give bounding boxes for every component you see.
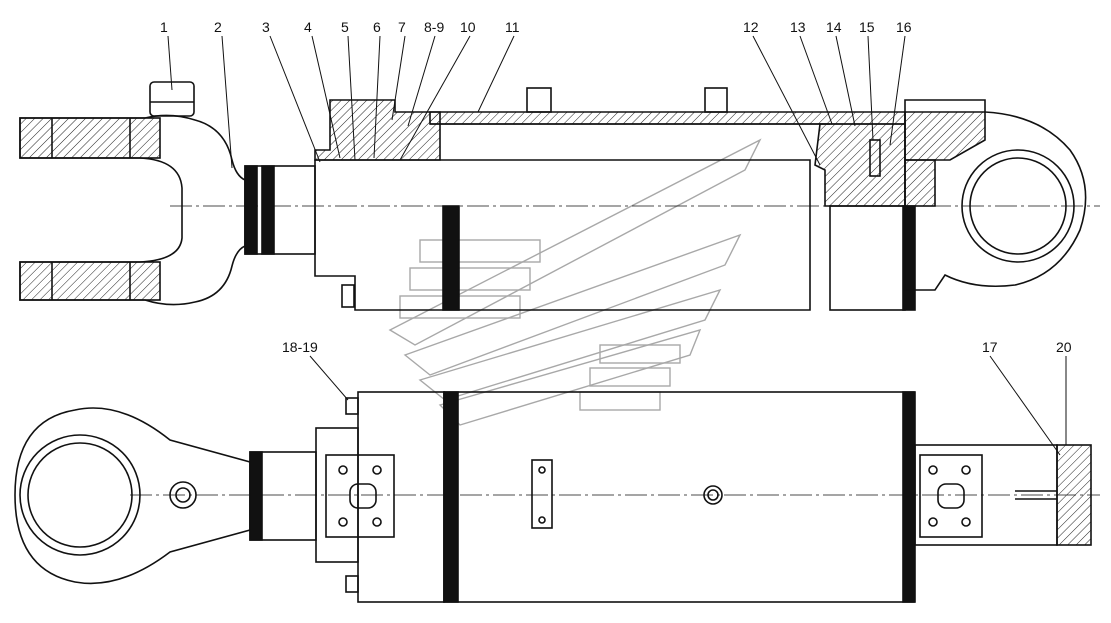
callout-8-9: 8-9 — [424, 19, 444, 35]
callout-10: 10 — [460, 19, 476, 35]
callout-17: 17 — [982, 339, 998, 355]
callout-16: 16 — [896, 19, 912, 35]
callout-11: 11 — [505, 19, 520, 35]
callout-3: 3 — [262, 19, 270, 35]
callout-labels: 1 2 3 4 5 6 7 8-9 10 11 12 13 14 15 16 1… — [160, 19, 1072, 355]
callout-2: 2 — [214, 19, 222, 35]
callout-12: 12 — [743, 19, 759, 35]
callout-1: 1 — [160, 19, 168, 35]
bottom-outside-view — [14, 391, 1100, 603]
callout-20: 20 — [1056, 339, 1072, 355]
callout-14: 14 — [826, 19, 842, 35]
callout-7: 7 — [398, 19, 406, 35]
callout-15: 15 — [859, 19, 875, 35]
callout-13: 13 — [790, 19, 806, 35]
callout-5: 5 — [341, 19, 349, 35]
watermark-logo — [388, 138, 762, 426]
callout-4: 4 — [304, 19, 312, 35]
callout-6: 6 — [373, 19, 381, 35]
top-section-view — [19, 81, 1100, 311]
leader-lines — [167, 35, 1067, 456]
callout-18-19: 18-19 — [282, 339, 318, 355]
